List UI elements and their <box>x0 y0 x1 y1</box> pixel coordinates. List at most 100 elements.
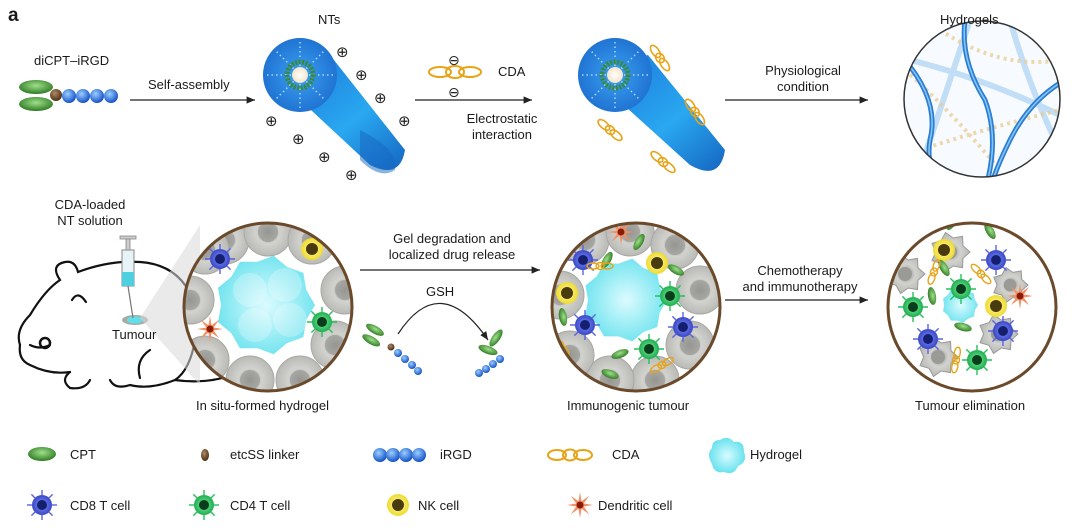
svg-text:⊖: ⊖ <box>448 53 460 69</box>
gel-degradation-label-line1: Gel degradation and <box>393 231 511 246</box>
zoom-cone <box>140 225 200 385</box>
nts-label: NTs <box>318 12 341 27</box>
cd8-t-cell <box>205 244 235 274</box>
hydrogel-mass <box>218 255 315 355</box>
cpt-icon <box>28 447 56 461</box>
irgd-icon <box>373 448 426 462</box>
panel-label: a <box>8 5 19 26</box>
dying-tumour-cell <box>993 266 1029 304</box>
legend-label-dendritic: Dendritic cell <box>598 498 673 513</box>
gsh-cleavage <box>362 302 504 377</box>
mouse-eye <box>38 336 52 350</box>
legend-cell-icons <box>27 490 593 520</box>
injection-label-line1: CDA-loaded <box>54 197 126 212</box>
nk-cell <box>933 239 955 261</box>
cd4-t-cell <box>962 345 992 375</box>
cpt-molecule <box>601 369 619 379</box>
hydrogel-mass <box>585 258 667 342</box>
dicpt-irgd-molecule <box>19 80 118 111</box>
tumour-cell <box>675 265 720 315</box>
cd8-t-cell <box>27 490 57 520</box>
gel-degradation-label: Gel degradation and localized drug relea… <box>372 231 532 263</box>
nanotube-positive <box>263 38 405 174</box>
physiological-label: Physiological condition <box>748 63 858 95</box>
cpt-molecule <box>954 322 972 332</box>
positive-charges: ⊕ ⊕ ⊕ ⊕ ⊕ ⊕ ⊕ ⊕ <box>265 43 411 184</box>
cd4-t-cell <box>946 274 976 304</box>
cda-molecule: ⊖ ⊖ <box>428 53 482 101</box>
dendritic-cell <box>567 492 593 518</box>
cd8-t-cell <box>981 245 1011 275</box>
svg-text:⊖: ⊖ <box>448 85 460 101</box>
svg-text:⊕: ⊕ <box>318 148 331 166</box>
cd4-t-cell <box>307 307 337 337</box>
gsh-label: GSH <box>426 284 455 299</box>
cd8-t-cell <box>988 316 1018 346</box>
hydrogel-network <box>903 20 1061 178</box>
cda-label: CDA <box>498 64 526 79</box>
cd4-t-cell <box>189 490 219 520</box>
svg-text:⊕: ⊕ <box>265 112 278 130</box>
svg-text:⊕: ⊕ <box>292 130 305 148</box>
injection-label-line2: NT solution <box>57 213 123 228</box>
linker-icon <box>201 449 209 461</box>
legend-label-hydrogel: Hydrogel <box>750 447 803 462</box>
nanotube-cda-loaded <box>578 38 725 174</box>
svg-text:⊕: ⊕ <box>374 89 387 107</box>
immunogenic-tumour-label: Immunogenic tumour <box>567 398 690 413</box>
nk-cell <box>985 295 1007 317</box>
tumour-label: Tumour <box>112 327 157 342</box>
cda-molecule <box>970 263 992 285</box>
hydrogel-icon <box>709 437 746 474</box>
cd8-t-cell <box>668 312 698 342</box>
tumour-cell <box>243 223 293 257</box>
svg-text:⊕: ⊕ <box>398 112 411 130</box>
svg-text:⊕: ⊕ <box>336 43 349 61</box>
hydrogel-mass <box>943 287 978 323</box>
cda-molecule <box>950 346 962 374</box>
cpt-molecule <box>611 349 629 359</box>
molecule-label: diCPT–iRGD <box>34 53 110 68</box>
cpt-molecule <box>927 287 937 305</box>
therapy-label: Chemotherapy and immunotherapy <box>730 263 870 295</box>
tumour-cell <box>275 355 325 391</box>
legend-label-cda: CDA <box>612 447 640 462</box>
cpt-molecule <box>558 308 568 326</box>
legend-label-linker: etcSS linker <box>230 447 300 462</box>
hydrogels-label: Hydrogels <box>940 12 999 27</box>
cd4-t-cell <box>655 281 685 311</box>
cpt-molecule <box>938 259 950 277</box>
legend-label-cd8: CD8 T cell <box>70 498 131 513</box>
svg-text:⊕: ⊕ <box>355 66 368 84</box>
cd8-t-cell <box>570 310 600 340</box>
electrostatic-label-line1: Electrostatic <box>466 111 538 126</box>
legend-label-cpt: CPT <box>70 447 96 462</box>
tumour-elimination-label: Tumour elimination <box>915 398 1026 413</box>
tumour-elimination-circle <box>886 221 1058 393</box>
legend-icons <box>28 437 746 474</box>
cda-molecule <box>927 258 941 286</box>
legend-label-nk: NK cell <box>418 498 460 513</box>
immunogenic-tumour-circle <box>550 221 722 393</box>
cd4-t-cell <box>898 292 928 322</box>
tumour-cell <box>225 355 275 391</box>
cpt-molecule <box>667 264 685 276</box>
legend-label-cd4: CD4 T cell <box>230 498 291 513</box>
cd8-t-cell <box>913 324 943 354</box>
svg-text:⊕: ⊕ <box>345 166 358 184</box>
cd4-t-cell <box>634 334 664 364</box>
injection-label: CDA-loaded NT solution <box>40 197 140 229</box>
cda-molecule <box>586 261 614 271</box>
physiological-label-line2: condition <box>776 79 830 94</box>
cd8-t-cell <box>568 245 598 275</box>
dendritic-cell <box>1007 283 1033 309</box>
therapy-label-line1: Chemotherapy <box>757 263 843 278</box>
therapy-label-line2: and immunotherapy <box>742 279 858 294</box>
nk-cell <box>387 494 409 516</box>
nk-cell <box>556 282 578 304</box>
insitu-hydrogel-label: In situ-formed hydrogel <box>196 398 329 413</box>
dendritic-cell <box>197 316 223 342</box>
electrostatic-label: Electrostatic interaction <box>442 111 562 143</box>
nk-cell <box>646 252 668 274</box>
